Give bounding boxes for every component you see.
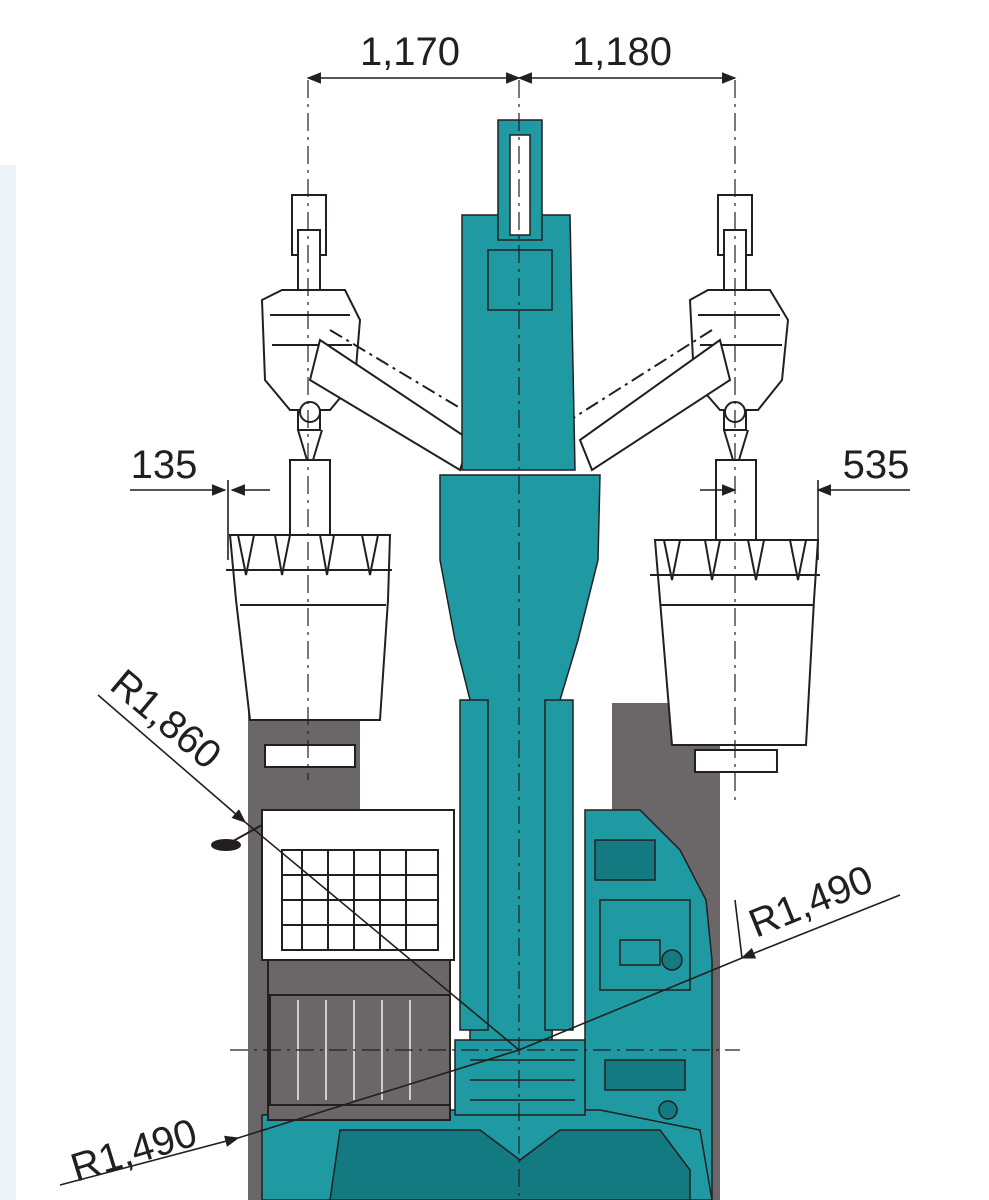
- dim-front-swing-radius: R1,860: [102, 661, 229, 778]
- dimension-lines: [59, 72, 910, 1186]
- center-lines: [230, 80, 740, 1200]
- left-offset-boom-outline: [226, 194, 481, 768]
- fuel-cap: [661, 949, 683, 971]
- dim-rear-swing-radius-right: R1,490: [743, 857, 879, 946]
- dim-left-bucket-offset: 135: [131, 443, 198, 487]
- dim-rear-swing-radius-left: R1,490: [66, 1111, 202, 1191]
- arm-rod: [509, 134, 531, 236]
- left-panel-edge: [0, 165, 16, 1200]
- dim-right-swing-offset: 1,180: [572, 30, 672, 74]
- rear-frame: [329, 1129, 691, 1200]
- deck-panel: [454, 1039, 586, 1116]
- engine-panel: [599, 899, 691, 991]
- right-offset-boom-outline: [569, 194, 820, 773]
- excavator-top-view-icon: [261, 119, 713, 1200]
- arm-head: [487, 249, 553, 311]
- dim-right-bucket-offset: 535: [843, 443, 910, 487]
- boom-cylinder-right: [544, 699, 574, 1031]
- boom-cylinder-left: [459, 699, 489, 1031]
- dim-left-swing-offset: 1,170: [360, 30, 460, 74]
